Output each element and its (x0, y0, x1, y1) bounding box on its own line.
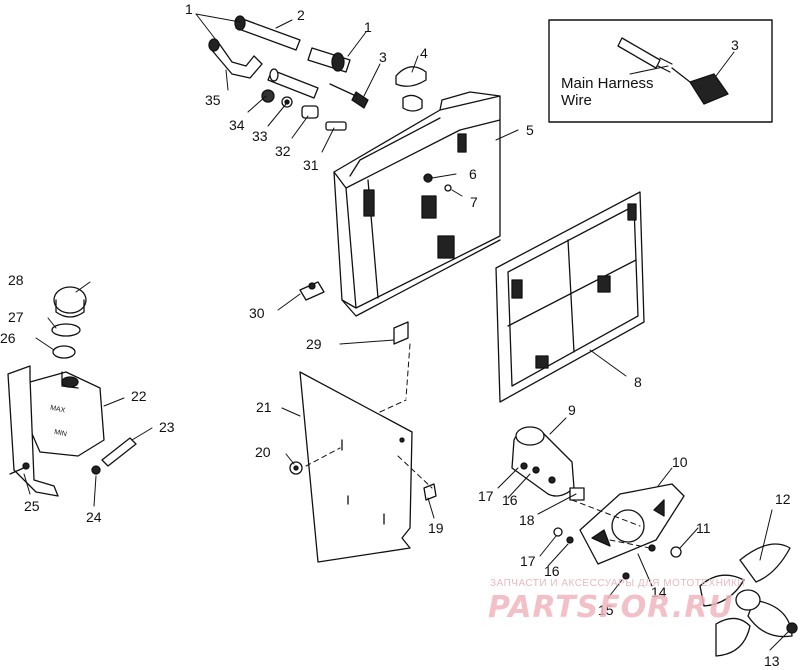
radiator-screen-part-8 (495, 191, 645, 403)
callout-34: 34 (229, 117, 245, 133)
callout-20: 20 (255, 444, 271, 460)
callout-14: 14 (651, 584, 667, 600)
hose-clamp-part-1 (307, 47, 351, 73)
leader-lines (23, 13, 789, 651)
nut-part-13 (786, 622, 798, 634)
callout-7: 7 (470, 194, 478, 210)
gasket-part-27 (51, 323, 81, 337)
callout-28: 28 (8, 272, 24, 288)
callout-17a: 17 (478, 488, 494, 504)
callout-21: 21 (256, 399, 272, 415)
callout-27: 27 (8, 309, 24, 325)
callout-25: 25 (24, 498, 40, 514)
callout-30: 30 (249, 305, 265, 321)
bottle-neck (61, 376, 79, 388)
dashed-assembly-lines (305, 343, 651, 549)
callout-16b: 16 (544, 563, 560, 579)
callout-5: 5 (526, 122, 534, 138)
callout-31: 31 (303, 157, 319, 173)
motor-bracket-part-10 (579, 483, 685, 565)
callout-32: 32 (275, 143, 291, 159)
hose-part-23 (101, 437, 137, 467)
fan-shroud-part-21 (299, 371, 413, 563)
callout-13: 13 (764, 653, 780, 669)
inset-label-line2: Wire (561, 92, 592, 110)
radiator-part-5 (333, 91, 501, 317)
callout-16a: 16 (502, 492, 518, 508)
callout-11: 11 (696, 520, 711, 536)
fan-blade-part-12 (699, 543, 793, 657)
callout-22: 22 (131, 388, 147, 404)
radiator-cap-part-4 (395, 66, 427, 112)
bolt-parts-6-7 (423, 173, 452, 192)
bottle-bracket (7, 365, 59, 497)
fasteners-11-16-17 (553, 527, 682, 580)
callout-2: 2 (297, 7, 305, 23)
grommet-part-29 (393, 321, 409, 345)
callout-1a: 1 (185, 1, 193, 17)
temperature-sensor-part-3 (329, 83, 369, 109)
callout-10: 10 (672, 454, 688, 470)
screw-part-24 (91, 465, 101, 475)
callout-35: 35 (205, 92, 221, 108)
callout-29: 29 (306, 336, 322, 352)
callout-9: 9 (568, 402, 576, 418)
callout-19: 19 (428, 520, 444, 536)
callout-33: 33 (252, 128, 268, 144)
callout-15: 15 (598, 602, 614, 618)
callout-17b: 17 (520, 553, 536, 569)
nut-part-20 (289, 461, 303, 475)
hose-part-upper (267, 68, 319, 99)
inset-label-line1: Main Harness (561, 75, 654, 92)
callout-12: 12 (775, 491, 791, 507)
screw-part-25 (9, 462, 30, 475)
fan-motor-part-9 (511, 426, 585, 501)
callout-6: 6 (469, 166, 477, 182)
drain-fitting-part-30 (299, 281, 325, 301)
inset-box (548, 19, 773, 123)
callout-1b: 1 (364, 19, 372, 35)
callout-3: 3 (379, 49, 387, 65)
callout-23: 23 (159, 419, 175, 435)
callout-24: 24 (86, 509, 102, 525)
bushing-part-19 (423, 483, 437, 501)
bottle-cap-part-28 (53, 286, 87, 318)
callout-4: 4 (420, 45, 428, 61)
inset-callout-3: 3 (731, 37, 739, 53)
callout-26: 26 (0, 330, 16, 346)
hose-part-2 (234, 15, 301, 51)
fittings-31-34 (261, 89, 347, 131)
gasket-part-26 (52, 345, 76, 359)
watermark-tagline: ЗАПЧАСТИ И АКСЕССУАРЫ ДЛЯ МОТОТЕХНИКИ (490, 578, 746, 589)
inset-harness-label: Main Harness Wire (561, 75, 654, 110)
hose-part-35 (208, 38, 263, 79)
watermark-logo: PARTSFOR.RU (488, 590, 734, 625)
callout-18: 18 (519, 512, 535, 528)
callout-8: 8 (634, 374, 642, 390)
